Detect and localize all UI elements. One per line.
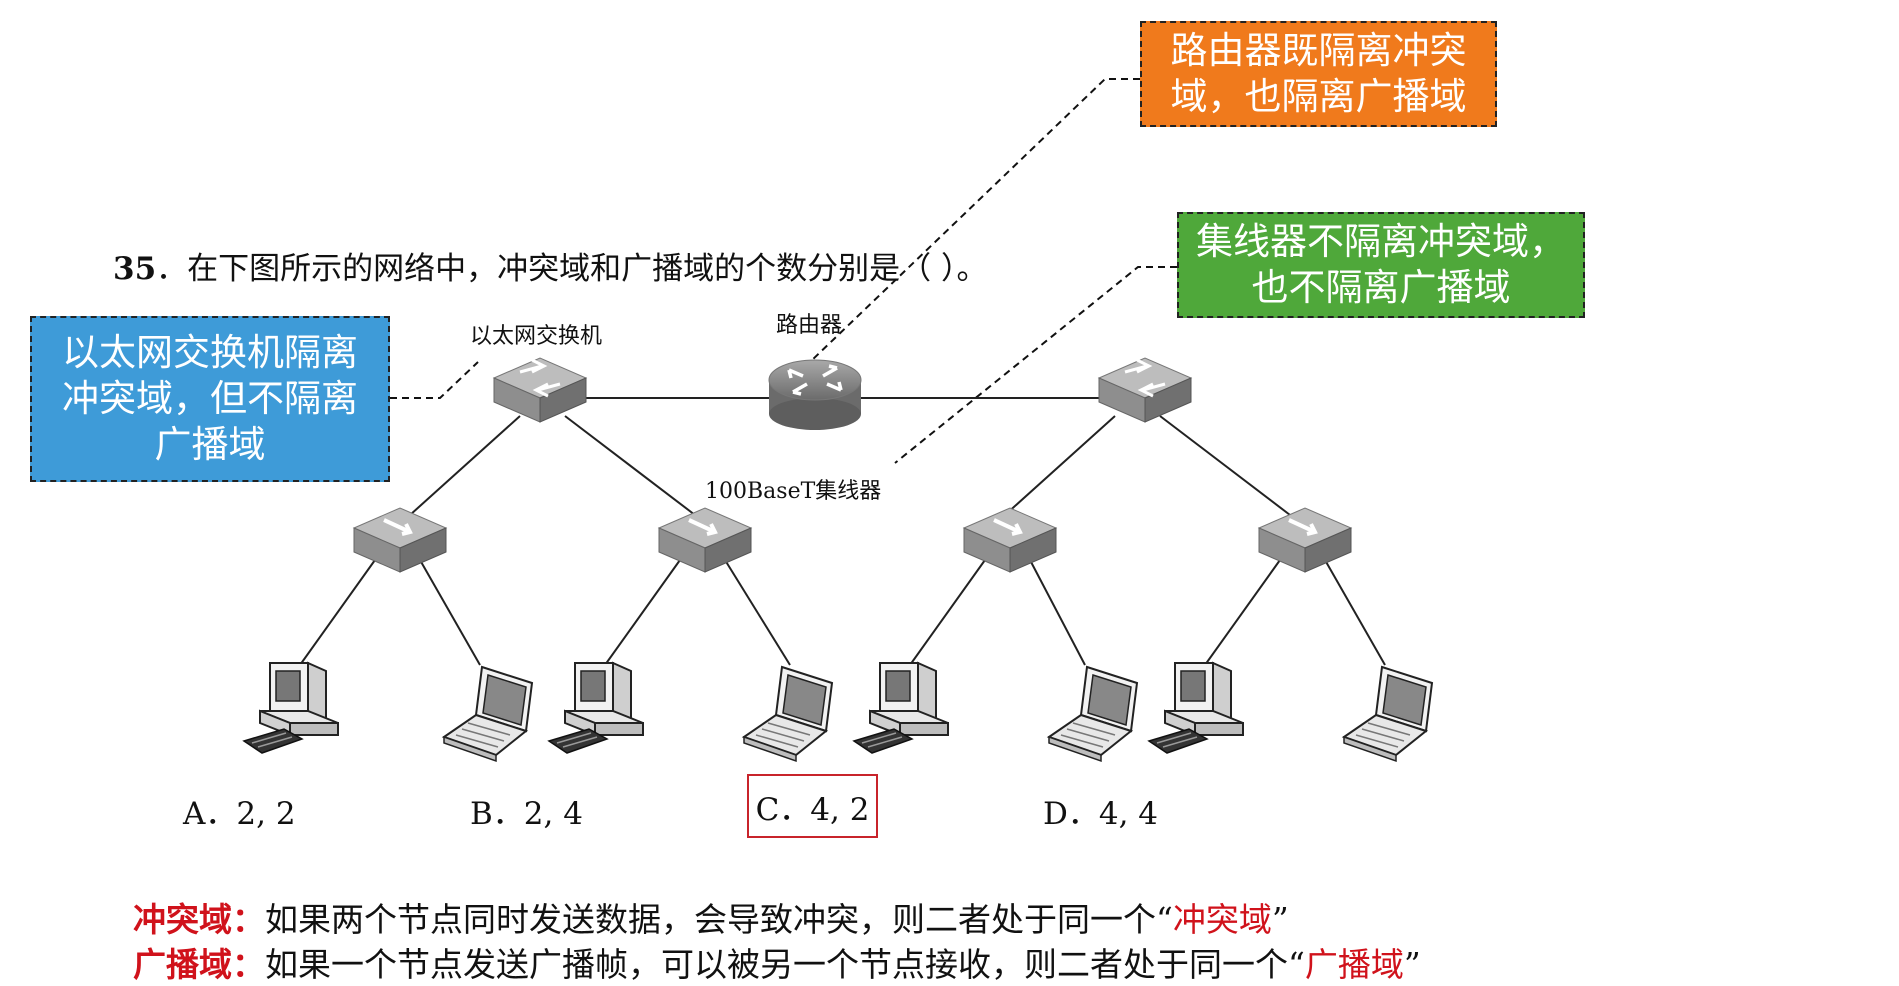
links bbox=[299, 397, 1386, 666]
collision-close-quote: ” bbox=[1271, 900, 1289, 939]
broadcast-text: 如果一个节点发送广播帧，可以被另一个节点接收，则二者处于同一个“ bbox=[265, 945, 1305, 984]
router-icon bbox=[768, 359, 862, 430]
link-hub4-laptop4 bbox=[1324, 559, 1386, 666]
router-label: 路由器 bbox=[776, 313, 843, 338]
question-text: 35．在下图所示的网络中，冲突域和广播域的个数分别是（ ）。 bbox=[113, 243, 988, 288]
collision-domain-definition: 冲突域：如果两个节点同时发送数据，会导致冲突，则二者处于同一个“冲突域” bbox=[133, 893, 1289, 941]
leader-hub bbox=[894, 266, 1177, 464]
hub-icon-1 bbox=[353, 507, 447, 573]
link-hub4-pc4 bbox=[1204, 559, 1281, 666]
laptop-icon-2 bbox=[743, 666, 833, 762]
question-body: ．在下图所示的网络中，冲突域和广播域的个数分别是（ ）。 bbox=[156, 251, 988, 287]
hub-callout: 集线器不隔离冲突域， 也不隔离广播域 bbox=[1177, 212, 1585, 318]
hub-icon-4 bbox=[1258, 507, 1352, 573]
link-switch1-hub2 bbox=[564, 415, 696, 516]
question-number: 35 bbox=[113, 251, 157, 287]
link-switch1-hub1 bbox=[409, 415, 521, 516]
desktop-pc-icon-1 bbox=[243, 662, 339, 754]
link-hub2-pc2 bbox=[604, 559, 681, 666]
link-hub1-laptop1 bbox=[419, 559, 481, 666]
desktop-pc-icon-3 bbox=[853, 662, 949, 754]
link-switch2-hub4 bbox=[1159, 415, 1291, 516]
switch-callout: 以太网交换机隔离 冲突域，但不隔离 广播域 bbox=[30, 316, 390, 482]
collision-term: 冲突域： bbox=[133, 900, 265, 939]
broadcast-term: 广播域： bbox=[133, 945, 265, 984]
collision-text: 如果两个节点同时发送数据，会导致冲突，则二者处于同一个“ bbox=[265, 900, 1173, 939]
hub-icon-2 bbox=[658, 507, 752, 573]
leader-switch bbox=[390, 361, 479, 399]
link-hub3-pc3 bbox=[909, 559, 986, 666]
hub-callout-text: 集线器不隔离冲突域， 也不隔离广播域 bbox=[1196, 219, 1566, 309]
option-a: A．2, 2 bbox=[183, 796, 296, 832]
laptop-icon-3 bbox=[1048, 666, 1138, 762]
collision-highlight: 冲突域 bbox=[1172, 900, 1272, 939]
link-hub2-laptop2 bbox=[724, 559, 791, 666]
link-switch2-hub3 bbox=[1004, 415, 1116, 516]
router-callout: 路由器既隔离冲突 域，也隔离广播域 bbox=[1140, 21, 1497, 127]
leader-router bbox=[809, 78, 1140, 363]
switch-label: 以太网交换机 bbox=[470, 324, 603, 349]
option-c-text: C．4, 2 bbox=[755, 791, 870, 828]
broadcast-close-quote: ” bbox=[1403, 945, 1421, 984]
broadcast-highlight: 广播域 bbox=[1304, 945, 1404, 984]
broadcast-domain-definition: 广播域：如果一个节点发送广播帧，可以被另一个节点接收，则二者处于同一个“广播域” bbox=[133, 938, 1421, 986]
callout-leader-lines bbox=[390, 78, 1177, 464]
desktop-pc-icon-2 bbox=[548, 662, 644, 754]
router-callout-text: 路由器既隔离冲突 域，也隔离广播域 bbox=[1170, 28, 1467, 118]
laptop-icon-1 bbox=[443, 666, 533, 762]
hub-icon-3 bbox=[963, 507, 1057, 573]
link-hub1-pc1 bbox=[299, 559, 376, 666]
ethernet-switch-left bbox=[493, 357, 587, 423]
hub-label: 100BaseT集线器 bbox=[705, 479, 882, 504]
link-hub3-laptop3 bbox=[1029, 559, 1086, 666]
laptop-icon-4 bbox=[1343, 666, 1433, 762]
option-b: B．2, 4 bbox=[470, 796, 583, 832]
ethernet-switch-right bbox=[1098, 357, 1192, 423]
desktop-pc-icon-4 bbox=[1148, 662, 1244, 754]
option-d: D．4, 4 bbox=[1043, 796, 1159, 832]
option-c-answer: C．4, 2 bbox=[747, 774, 878, 838]
switch-callout-text: 以太网交换机隔离 冲突域，但不隔离 广播域 bbox=[62, 330, 358, 467]
